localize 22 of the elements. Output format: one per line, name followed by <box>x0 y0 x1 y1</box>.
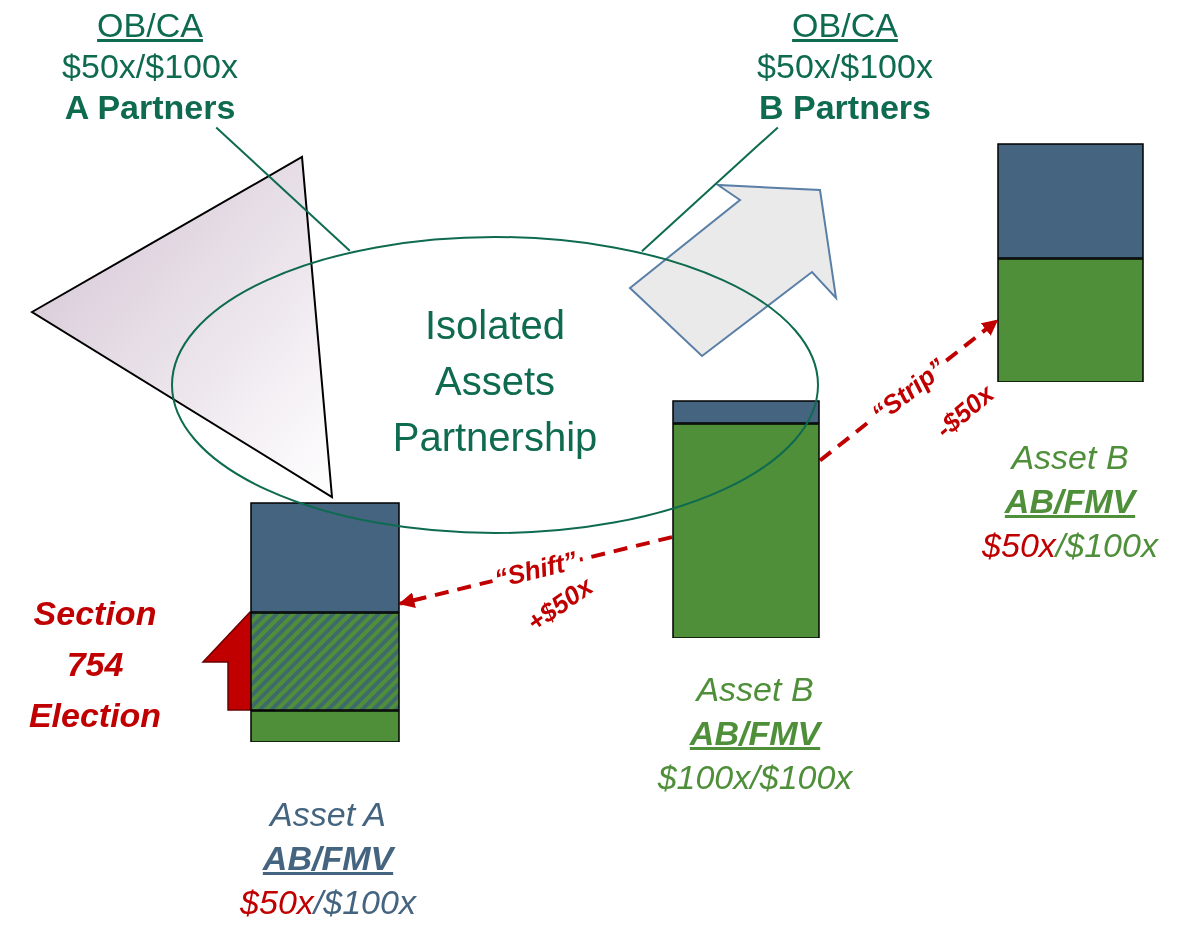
stacked-bar <box>672 400 820 638</box>
partner-group-name: A Partners <box>64 86 236 128</box>
ownership-heading: OB/CA <box>97 5 203 46</box>
asset-name: Asset A <box>270 795 386 834</box>
asset-name: Asset B <box>696 670 814 709</box>
election-note: Section 754 Election <box>27 593 163 736</box>
stacked-bar <box>997 143 1144 382</box>
leader-line <box>640 126 779 253</box>
asset-name: Asset B <box>1011 438 1129 477</box>
capital-amounts: $50x/$100x <box>62 45 238 87</box>
partnership-name: Isolated Assets Partnership <box>391 302 599 461</box>
basis-value-amounts: $100x/$100x <box>657 758 853 797</box>
basis-value-amounts: $50x/$100x <box>982 526 1158 565</box>
ownership-heading: OB/CA <box>792 5 898 46</box>
leader-line <box>215 126 351 252</box>
basis-value-amounts: $50x/$100x <box>240 883 416 922</box>
basis-value-heading: AB/FMV <box>1004 482 1136 521</box>
capital-amounts: $50x/$100x <box>757 45 933 87</box>
basis-value-heading: AB/FMV <box>689 714 821 753</box>
partner-group-name: B Partners <box>759 86 931 128</box>
stacked-bar <box>250 502 400 742</box>
basis-value-heading: AB/FMV <box>262 839 394 878</box>
